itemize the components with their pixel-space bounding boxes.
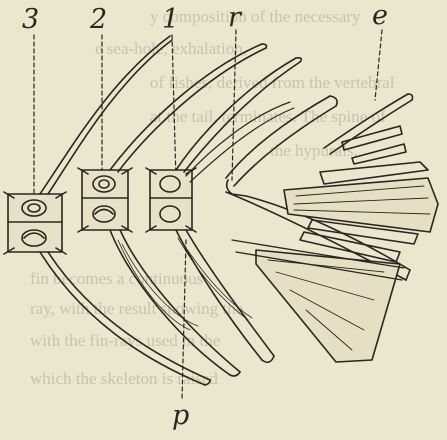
label-e: e [372,2,388,29]
label-vertebra-1: 1 [162,6,179,33]
leader-e [375,30,382,100]
fin-rays-e [232,94,438,362]
leader-1 [172,35,176,180]
label-vertebra-2: 2 [90,6,107,33]
vertebra-1 [146,58,301,362]
label-r: r [228,4,241,31]
label-p: p [172,402,189,429]
label-vertebra-3: 3 [22,6,39,33]
